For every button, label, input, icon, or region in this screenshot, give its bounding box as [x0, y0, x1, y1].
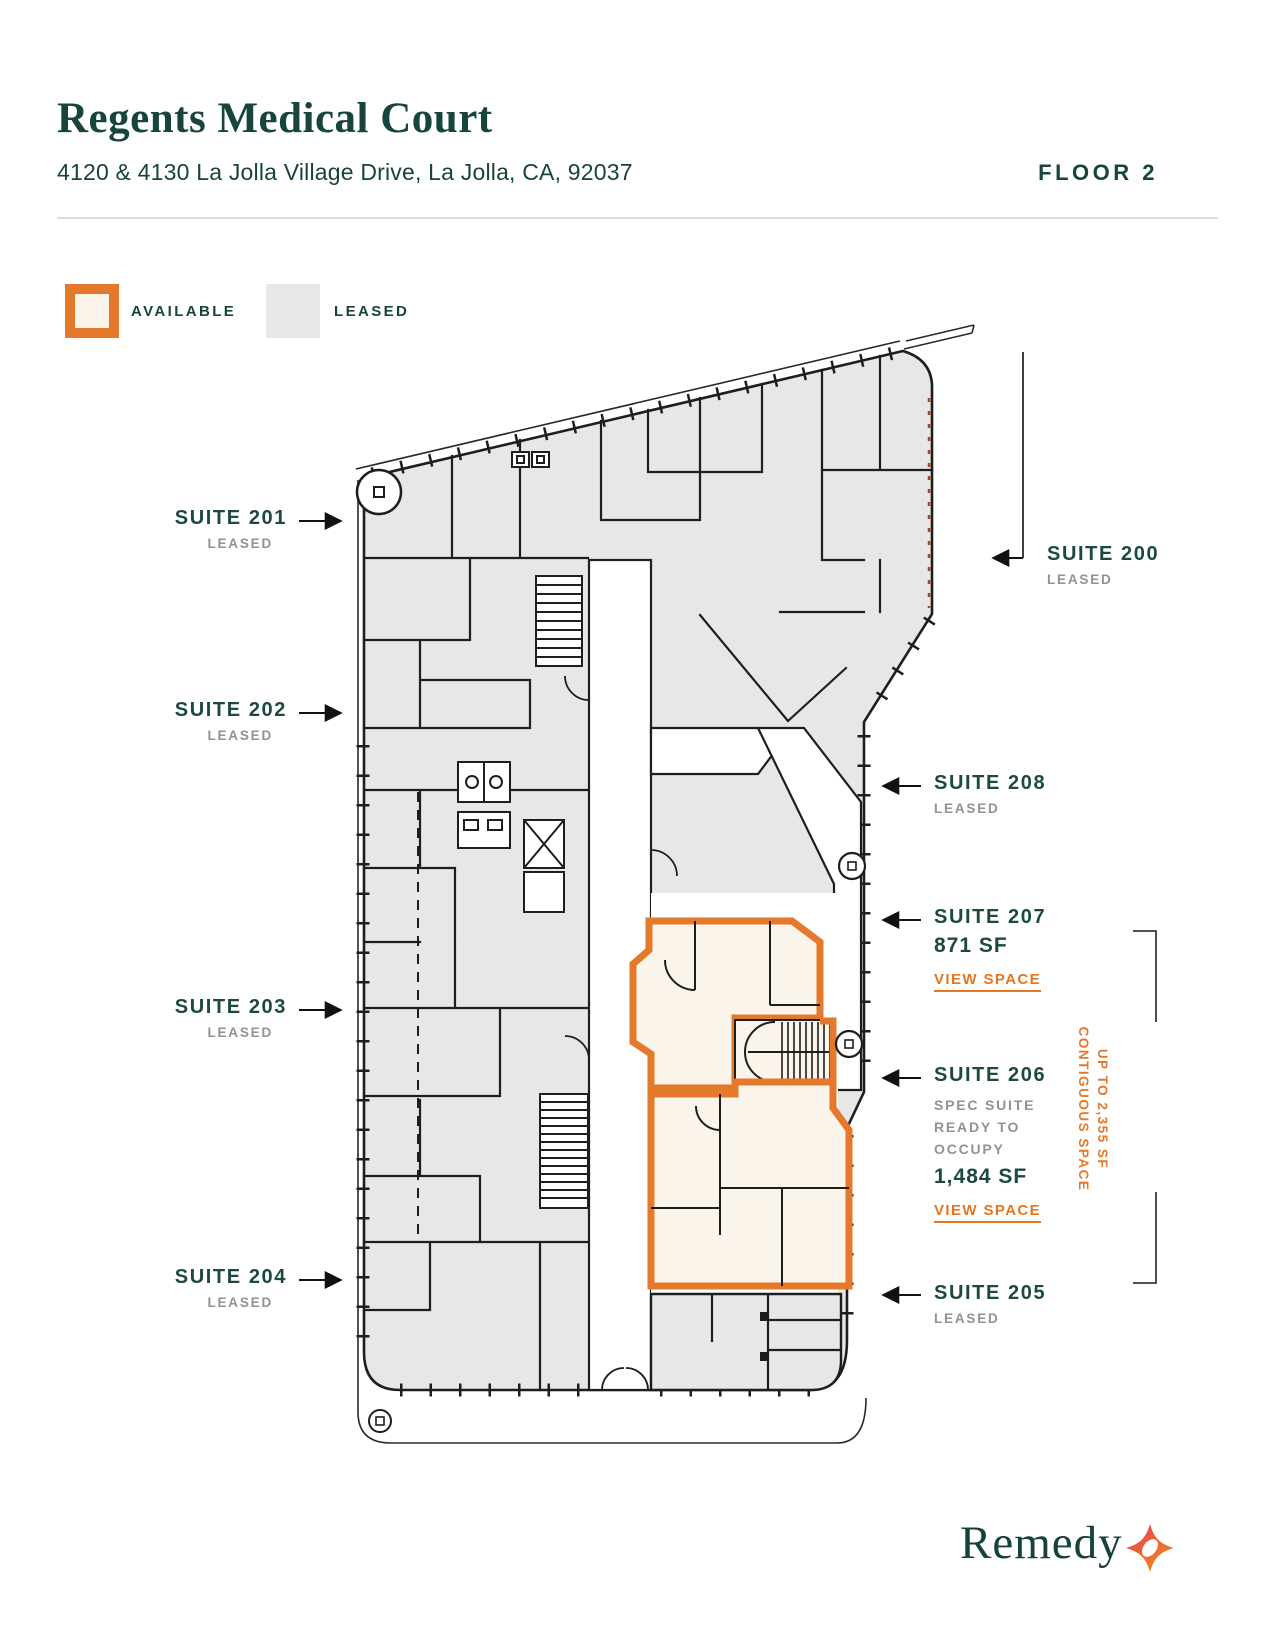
service-core — [457, 451, 589, 1209]
header-divider — [57, 217, 1218, 219]
suite-206-view-space-link[interactable]: VIEW SPACE — [934, 1202, 1042, 1223]
window-ticks — [356, 345, 936, 1397]
suite-204-status: LEASED — [207, 1295, 273, 1310]
remedy-logo-text: Remedy — [960, 1517, 1123, 1569]
suite-208-name: SUITE 208 — [934, 772, 1047, 794]
suite-206-note: SPEC SUITE READY TO OCCUPY — [934, 1097, 1036, 1157]
suite-204-name: SUITE 204 — [174, 1266, 287, 1288]
legend-available-swatch — [65, 284, 119, 338]
suite-206-shape[interactable] — [647, 1078, 853, 1290]
suite-208-label: SUITE 208 LEASED — [934, 772, 1046, 816]
legend-available-label: AVAILABLE — [131, 303, 237, 320]
suite-206-label: SUITE 206 SPEC SUITE READY TO OCCUPY 1,4… — [934, 1064, 1046, 1223]
suite-206-size: 1,484 SF — [934, 1165, 1028, 1188]
suite-207-view-space-link[interactable]: VIEW SPACE — [934, 971, 1042, 992]
building-address: 4120 & 4130 La Jolla Village Drive, La J… — [57, 159, 633, 185]
suite-206-name: SUITE 206 — [934, 1064, 1047, 1086]
legend-leased-label: LEASED — [334, 303, 410, 320]
leader-arrows — [299, 352, 1024, 1304]
column-markers — [355, 468, 867, 1433]
remedy-logo-icon — [1126, 1524, 1174, 1572]
suite-207-name: SUITE 207 — [934, 906, 1047, 928]
suite-201-status: LEASED — [207, 536, 273, 551]
page-title: Regents Medical Court — [57, 95, 493, 142]
suite-205-block — [649, 1292, 843, 1392]
suite-202-name: SUITE 202 — [174, 699, 287, 721]
suite-207-label: SUITE 207 871 SF VIEW SPACE — [934, 906, 1046, 992]
suite-203-name: SUITE 203 — [174, 996, 287, 1018]
suite-200-status: LEASED — [1047, 572, 1113, 587]
suite-207-size: 871 SF — [934, 934, 1008, 957]
suite-203-label: SUITE 203 LEASED — [175, 996, 287, 1040]
suite-205-label: SUITE 205 LEASED — [934, 1282, 1046, 1326]
suite-200-label: SUITE 200 LEASED — [1047, 543, 1159, 587]
available-stair — [734, 1017, 837, 1085]
floor-label: FLOOR 2 — [1038, 160, 1158, 185]
suite-200-name: SUITE 200 — [1047, 543, 1160, 565]
suite-201-label: SUITE 201 LEASED — [175, 507, 287, 551]
contiguous-space-note: UP TO 2,355 SF CONTIGUOUS SPACE — [1076, 1026, 1110, 1192]
suite-208-status: LEASED — [934, 801, 1000, 816]
suite-204-label: SUITE 204 LEASED — [175, 1266, 287, 1310]
contiguous-bracket — [1133, 930, 1157, 1284]
legend-leased-swatch — [266, 284, 320, 338]
suite-207-shape[interactable] — [629, 917, 824, 1092]
terrace-outline — [355, 324, 975, 1444]
suite-205-name: SUITE 205 — [934, 1282, 1047, 1304]
suite-207-walls — [664, 921, 820, 1006]
suite-201-name: SUITE 201 — [174, 507, 287, 529]
interior-walls — [362, 354, 934, 1392]
door-arcs — [564, 675, 678, 1391]
suite-205-status: LEASED — [934, 1311, 1000, 1326]
suite-202-status: LEASED — [207, 728, 273, 743]
suite-206-walls — [651, 1094, 849, 1286]
suite-203-status: LEASED — [207, 1025, 273, 1040]
suite-202-label: SUITE 202 LEASED — [175, 699, 287, 743]
